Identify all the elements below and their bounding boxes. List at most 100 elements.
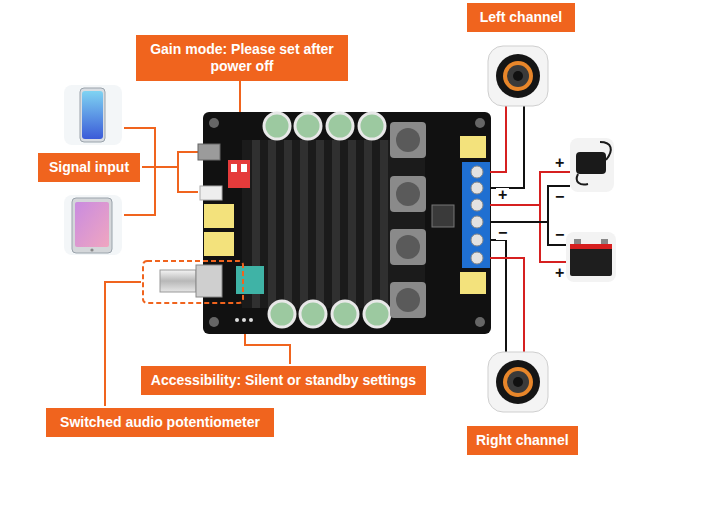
terminal-block xyxy=(462,162,490,268)
polarity-sign: − xyxy=(553,190,566,204)
polarity-sign: + xyxy=(496,188,509,202)
speaker-icon xyxy=(503,367,533,397)
audio-jack xyxy=(198,144,220,160)
battery-icon xyxy=(574,239,581,244)
heatsink xyxy=(268,140,276,308)
battery-icon xyxy=(601,239,608,244)
capacitor xyxy=(264,113,290,139)
chip xyxy=(432,205,454,227)
speaker-icon xyxy=(488,352,548,412)
terminal-block xyxy=(471,234,483,246)
amplifier-board xyxy=(475,317,485,327)
capacitor xyxy=(332,301,358,327)
tablet-icon xyxy=(64,195,122,255)
phone-icon xyxy=(64,85,122,145)
inductor xyxy=(390,282,426,318)
terminal-block xyxy=(471,252,483,264)
potentiometer xyxy=(196,265,222,297)
terminal-block xyxy=(462,162,490,268)
wire xyxy=(490,106,570,352)
film-capacitor xyxy=(460,272,486,294)
potentiometer xyxy=(143,261,243,303)
mute-pins xyxy=(235,318,253,322)
tablet-icon xyxy=(72,198,112,253)
phone-icon xyxy=(64,85,122,145)
film-capacitor xyxy=(236,266,264,294)
polarity-sign: − xyxy=(553,228,566,242)
callout-box: Right channel xyxy=(467,426,578,455)
terminal-block xyxy=(471,199,483,211)
film-capacitor xyxy=(204,204,234,228)
speaker-icon xyxy=(488,46,548,106)
film-capacitor xyxy=(204,232,234,256)
heatsink xyxy=(300,140,308,308)
callout-box: Accessibility: Silent or standby setting… xyxy=(141,366,426,395)
capacitor xyxy=(327,113,353,139)
leader-line xyxy=(105,282,141,406)
leader-line xyxy=(178,152,198,192)
battery-icon xyxy=(570,244,612,249)
heatsink xyxy=(380,140,388,308)
speaker-icon xyxy=(488,352,548,412)
wire xyxy=(490,106,506,172)
wire xyxy=(490,204,540,206)
wire xyxy=(490,258,524,352)
wire xyxy=(490,221,548,223)
callout-box: Gain mode: Please set after power off xyxy=(136,35,348,81)
leader-line xyxy=(142,166,178,168)
mute-pins xyxy=(235,318,239,322)
heatsink xyxy=(348,140,356,308)
heatsink xyxy=(316,140,324,308)
mute-pins xyxy=(249,318,253,322)
callout-box: Switched audio potentiometer xyxy=(46,408,274,437)
battery-icon xyxy=(570,244,612,276)
speaker-icon xyxy=(496,54,540,98)
potentiometer xyxy=(143,261,243,303)
phone-icon xyxy=(80,88,105,142)
terminal-block xyxy=(471,216,483,228)
tablet-icon xyxy=(64,195,122,255)
tablet-icon xyxy=(75,202,109,247)
amplifier-board xyxy=(209,118,219,128)
tablet-icon xyxy=(90,248,93,251)
mute-pins xyxy=(242,318,246,322)
polarity-sign: + xyxy=(553,156,566,170)
terminal-block xyxy=(471,166,483,178)
callout-text: Accessibility: Silent or standby setting… xyxy=(150,372,417,389)
speaker-icon xyxy=(507,371,529,393)
potentiometer xyxy=(160,270,196,292)
callout-box: Left channel xyxy=(467,3,575,32)
speaker-icon xyxy=(507,65,529,87)
dip-switch xyxy=(228,160,250,188)
inductor xyxy=(396,235,420,259)
amplifier-board xyxy=(203,112,491,334)
callout-box: Signal input xyxy=(38,153,140,182)
inductor xyxy=(390,122,426,158)
power-adapter-icon xyxy=(570,138,614,192)
capacitor xyxy=(300,301,326,327)
speaker-icon xyxy=(513,377,523,387)
callout-text: Right channel xyxy=(476,432,569,449)
capacitor xyxy=(269,301,295,327)
speaker-icon xyxy=(488,46,548,106)
dip-switch xyxy=(231,164,237,172)
polarity-sign: + xyxy=(553,266,566,280)
capacitor xyxy=(359,113,385,139)
film-capacitor xyxy=(460,136,486,158)
heatsink xyxy=(332,140,340,308)
capacitor xyxy=(364,301,390,327)
power-adapter-icon xyxy=(577,174,588,185)
polarity-sign: − xyxy=(496,226,509,240)
inductor xyxy=(396,128,420,152)
inductor xyxy=(396,182,420,206)
capacitor xyxy=(295,113,321,139)
speaker-icon xyxy=(503,61,533,91)
inductor xyxy=(390,176,426,212)
callout-text: Gain mode: Please set after power off xyxy=(145,41,339,75)
film-capacitor xyxy=(204,136,486,294)
wire xyxy=(490,240,506,352)
inductor xyxy=(390,122,426,318)
terminal-block xyxy=(471,182,483,194)
wire xyxy=(548,186,570,245)
